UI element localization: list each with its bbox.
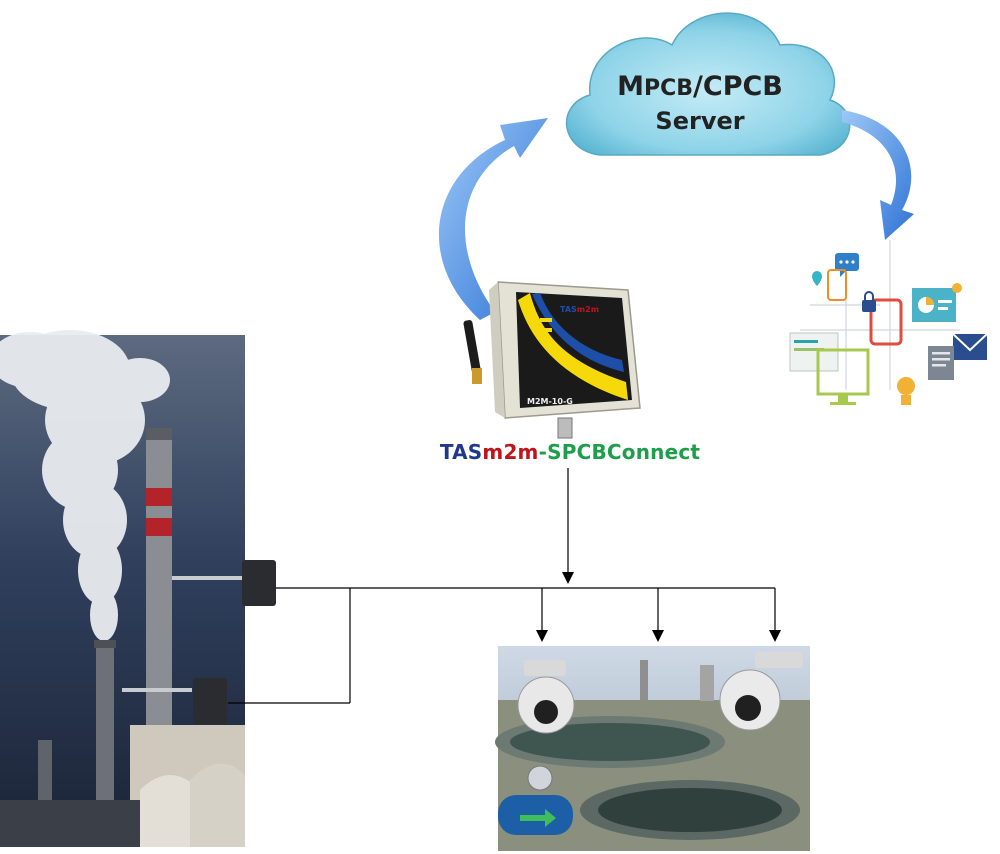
device-label-connect: -SPCBConnect (538, 440, 701, 464)
lightbulb-icon (897, 377, 915, 405)
document-icon (928, 346, 954, 380)
downlink-arrow (842, 110, 914, 240)
factory-chimney-photo (0, 330, 276, 847)
cloud-label-line1: MPCB/CPCB (617, 71, 783, 102)
chat-bubble-icon (835, 253, 859, 277)
svg-text:TASm2m: TASm2m (560, 305, 599, 314)
cloud-label-line2: Server (655, 107, 745, 135)
connector-lines (228, 468, 781, 704)
monitor-icon (789, 332, 870, 405)
pie-chart-icon (912, 283, 962, 322)
icon-cluster (789, 240, 988, 405)
device-label: TASm2m-SPCBConnect (430, 440, 710, 464)
device-label-m2m: m2m (482, 440, 539, 464)
cloud-shape (565, 12, 851, 156)
email-icon (952, 333, 988, 360)
app-window-icon (827, 269, 847, 301)
gateway-device: TASm2m M2M-10-G (463, 281, 641, 439)
cloud-server-label: MPCB/CPCB Server (600, 70, 800, 136)
device-label-tas: TAS (439, 440, 483, 464)
device-brand-tas: TAS (560, 305, 577, 314)
padlock-tablet-icon (862, 291, 903, 346)
device-model: M2M-10-G (527, 397, 573, 406)
device-brand-m2m: m2m (577, 305, 599, 314)
uplink-arrow (438, 118, 548, 320)
cctv-treatment-plant-photo (495, 646, 810, 851)
location-pin-icon (812, 271, 822, 286)
